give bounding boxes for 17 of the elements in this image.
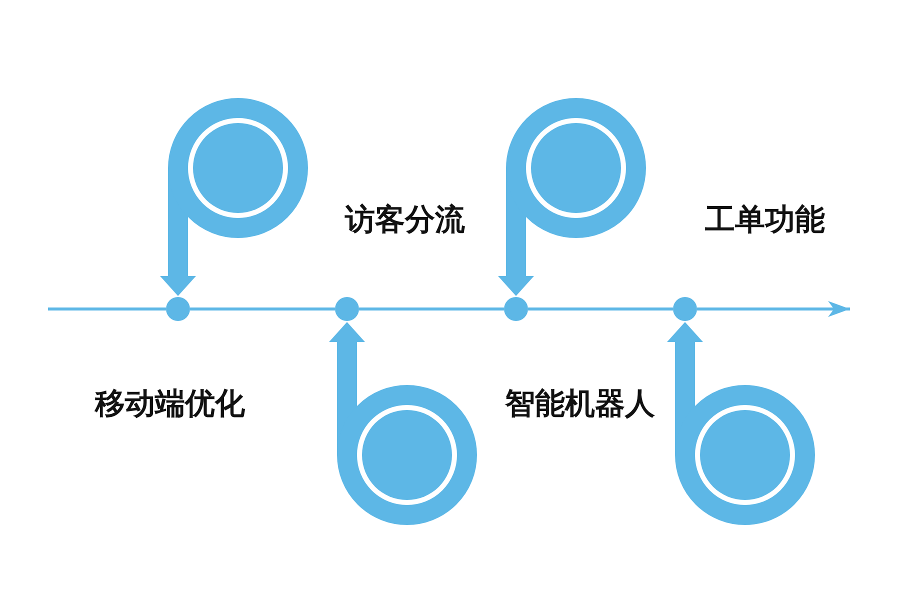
milestone-label: 移动端优化 <box>95 386 245 424</box>
milestone-label: 访客分流 <box>345 202 465 240</box>
milestone-label: 工单功能 <box>705 202 825 240</box>
timeline-dot <box>166 297 190 321</box>
timeline-line <box>190 308 335 310</box>
ring-icon <box>337 385 477 525</box>
milestone-label: 智能机器人 <box>505 386 655 424</box>
timeline-line <box>359 308 504 310</box>
timeline-dot <box>673 297 697 321</box>
timeline-dot <box>335 297 359 321</box>
timeline-dot <box>504 297 528 321</box>
ring-icon <box>506 98 646 238</box>
ring-icon <box>168 98 308 238</box>
timeline-line <box>528 308 673 310</box>
timeline-arrow <box>697 301 850 317</box>
timeline-line <box>48 308 166 310</box>
ring-icon <box>675 385 815 525</box>
